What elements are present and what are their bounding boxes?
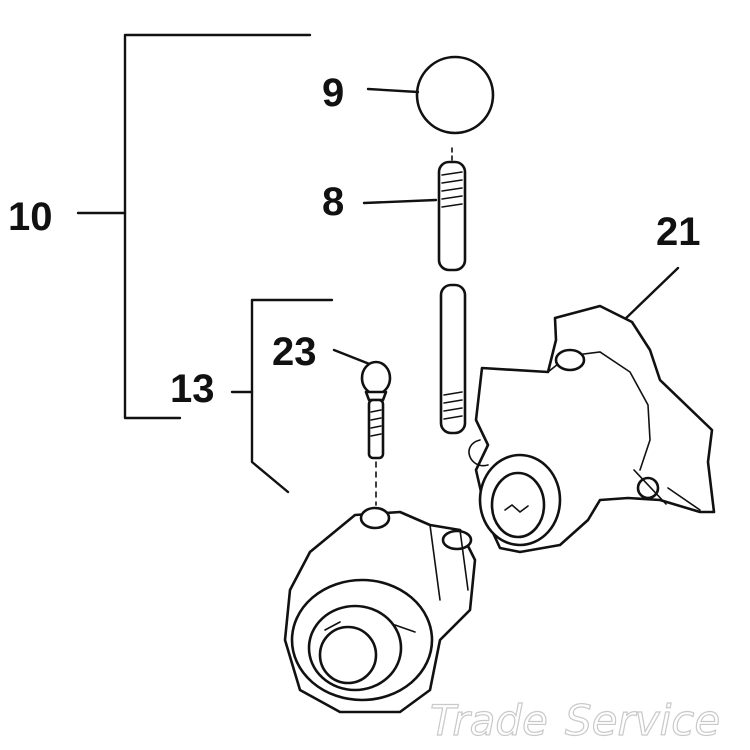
part-8-stud (362, 147, 467, 435)
watermark-word-trade: Trade (430, 696, 548, 745)
part-9-ball (366, 55, 495, 135)
callout-23: 23 (272, 330, 317, 374)
callout-13: 13 (170, 367, 215, 411)
callout-8: 8 (322, 180, 344, 224)
bracket-13 (230, 298, 334, 494)
watermark: Trade Service (429, 695, 720, 745)
part-13-pump-body (283, 506, 477, 714)
bracket-10 (76, 33, 312, 420)
part-21-housing (468, 266, 716, 554)
callout-21: 21 (656, 210, 701, 254)
part-23-bolt (332, 348, 392, 506)
callout-labels: 9 8 10 21 23 13 (8, 71, 701, 411)
callout-9: 9 (322, 71, 344, 115)
watermark-word-service: Service (565, 696, 720, 745)
callout-10: 10 (8, 195, 53, 239)
